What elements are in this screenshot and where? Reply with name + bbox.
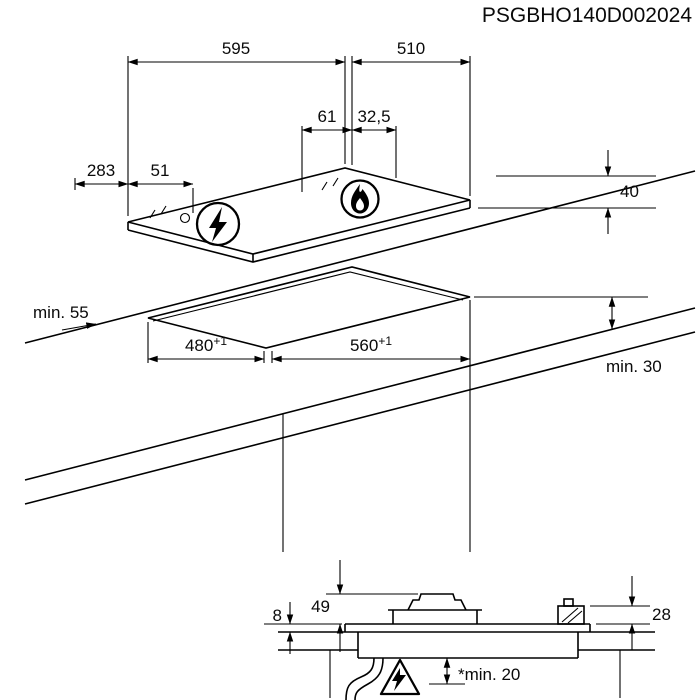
hob-width-label: 595	[222, 39, 250, 58]
worktop-cutout	[147, 266, 471, 349]
cutout-depth-label: 480+1	[185, 334, 227, 355]
glass-height-label: 8	[273, 606, 282, 625]
hob-height-label: 40	[620, 182, 639, 201]
warning-lightning-icon	[392, 668, 406, 691]
gas-pipe	[345, 657, 384, 700]
fitting-height-label: 28	[652, 605, 671, 624]
worktop-surface	[24, 170, 696, 552]
hob-dimensions: 595 510 61 32,5 283 51 40	[74, 39, 656, 234]
igniter-plug	[179, 212, 191, 224]
model-code-title: PSGBHO140D002024	[482, 4, 692, 27]
spark-marks	[149, 177, 339, 219]
gas-burner	[340, 179, 380, 219]
dim-283-label: 283	[87, 161, 115, 180]
front-clearance-label: min. 30	[606, 357, 662, 376]
dim-51-label: 51	[151, 161, 170, 180]
warning-triangle-icon	[379, 658, 421, 696]
worktop-back-edge	[24, 170, 696, 344]
cross-section-view	[278, 593, 655, 700]
burner-height-label: 49	[311, 597, 330, 616]
hob-surface	[127, 167, 471, 255]
electric-burner-ring	[195, 201, 241, 247]
hob-top-view	[127, 167, 471, 263]
burner-profile	[388, 593, 482, 624]
rear-clearance-arrow	[61, 322, 97, 331]
flame-icon-core	[356, 198, 364, 211]
electric-burner	[195, 201, 241, 247]
burner-offset-label: 61	[318, 107, 337, 126]
cutout-dimensions: 480+1 560+1 min. 55 min. 30	[33, 296, 662, 376]
cutout-width-label: 560+1	[350, 334, 392, 355]
hob-section-body	[344, 623, 591, 659]
burner-offset-half-label: 32,5	[357, 107, 390, 126]
lightning-icon	[209, 207, 227, 242]
worktop-front-edge	[24, 307, 696, 481]
bottom-clearance-label: *min. 20	[458, 665, 520, 684]
electric-warning	[379, 658, 421, 696]
cutout-inner-edge	[152, 271, 464, 322]
hob-depth-label: 510	[397, 39, 425, 58]
gas-fitting	[557, 598, 585, 625]
gas-burner-ring	[340, 179, 380, 219]
cross-section-dimensions: 49 8 28 *min. 20	[264, 560, 671, 685]
worktop-front-thickness	[24, 331, 696, 505]
cutout-outline	[147, 266, 471, 349]
rear-clearance-label: min. 55	[33, 303, 89, 322]
